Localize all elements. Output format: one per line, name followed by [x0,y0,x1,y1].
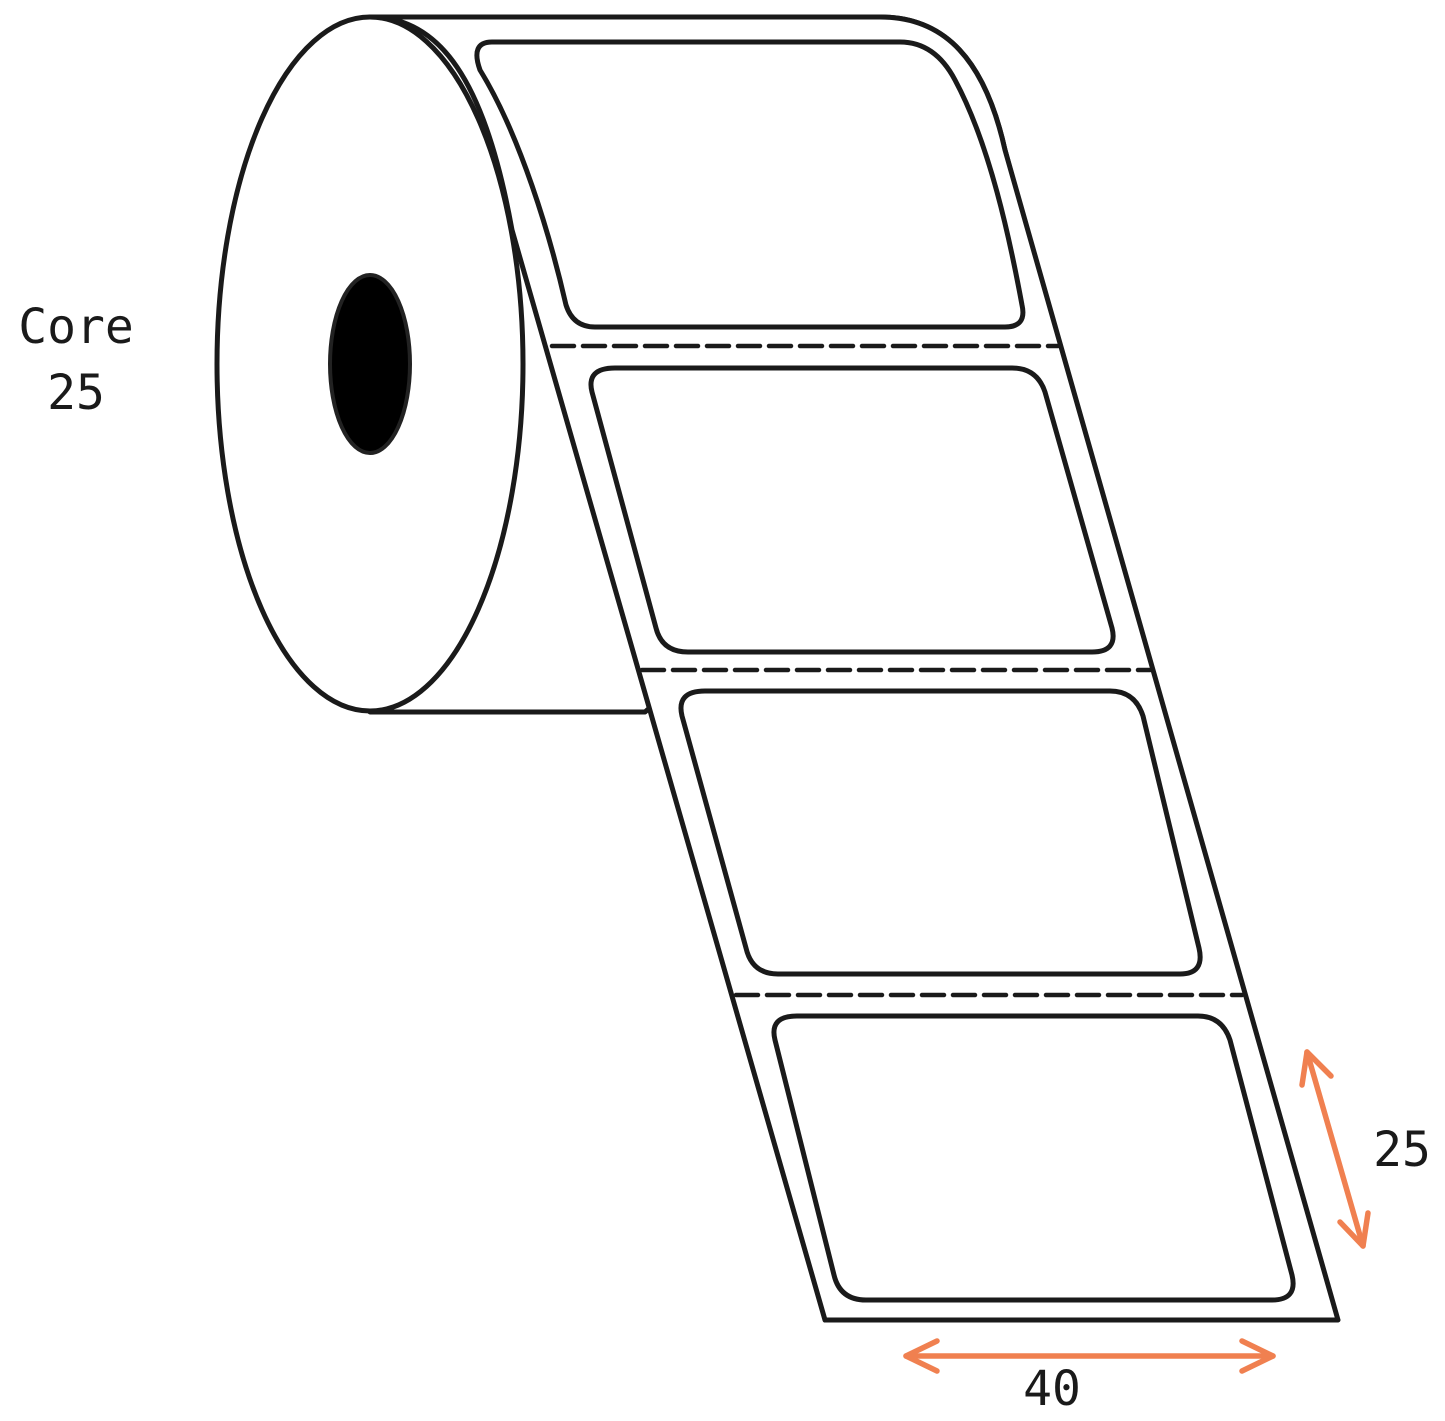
core-label: Core [18,299,134,355]
height-dimension-arrow [1299,1049,1371,1249]
label-2 [588,365,1116,655]
label-height-value: 25 [1373,1122,1431,1178]
width-dimension-arrow [903,1338,1276,1374]
core-size-value: 25 [47,365,105,421]
label-width-value: 40 [1023,1361,1081,1417]
label-3 [678,688,1203,977]
label-4 [771,1013,1296,1303]
core-hole [328,273,412,455]
label-1 [474,39,1026,330]
